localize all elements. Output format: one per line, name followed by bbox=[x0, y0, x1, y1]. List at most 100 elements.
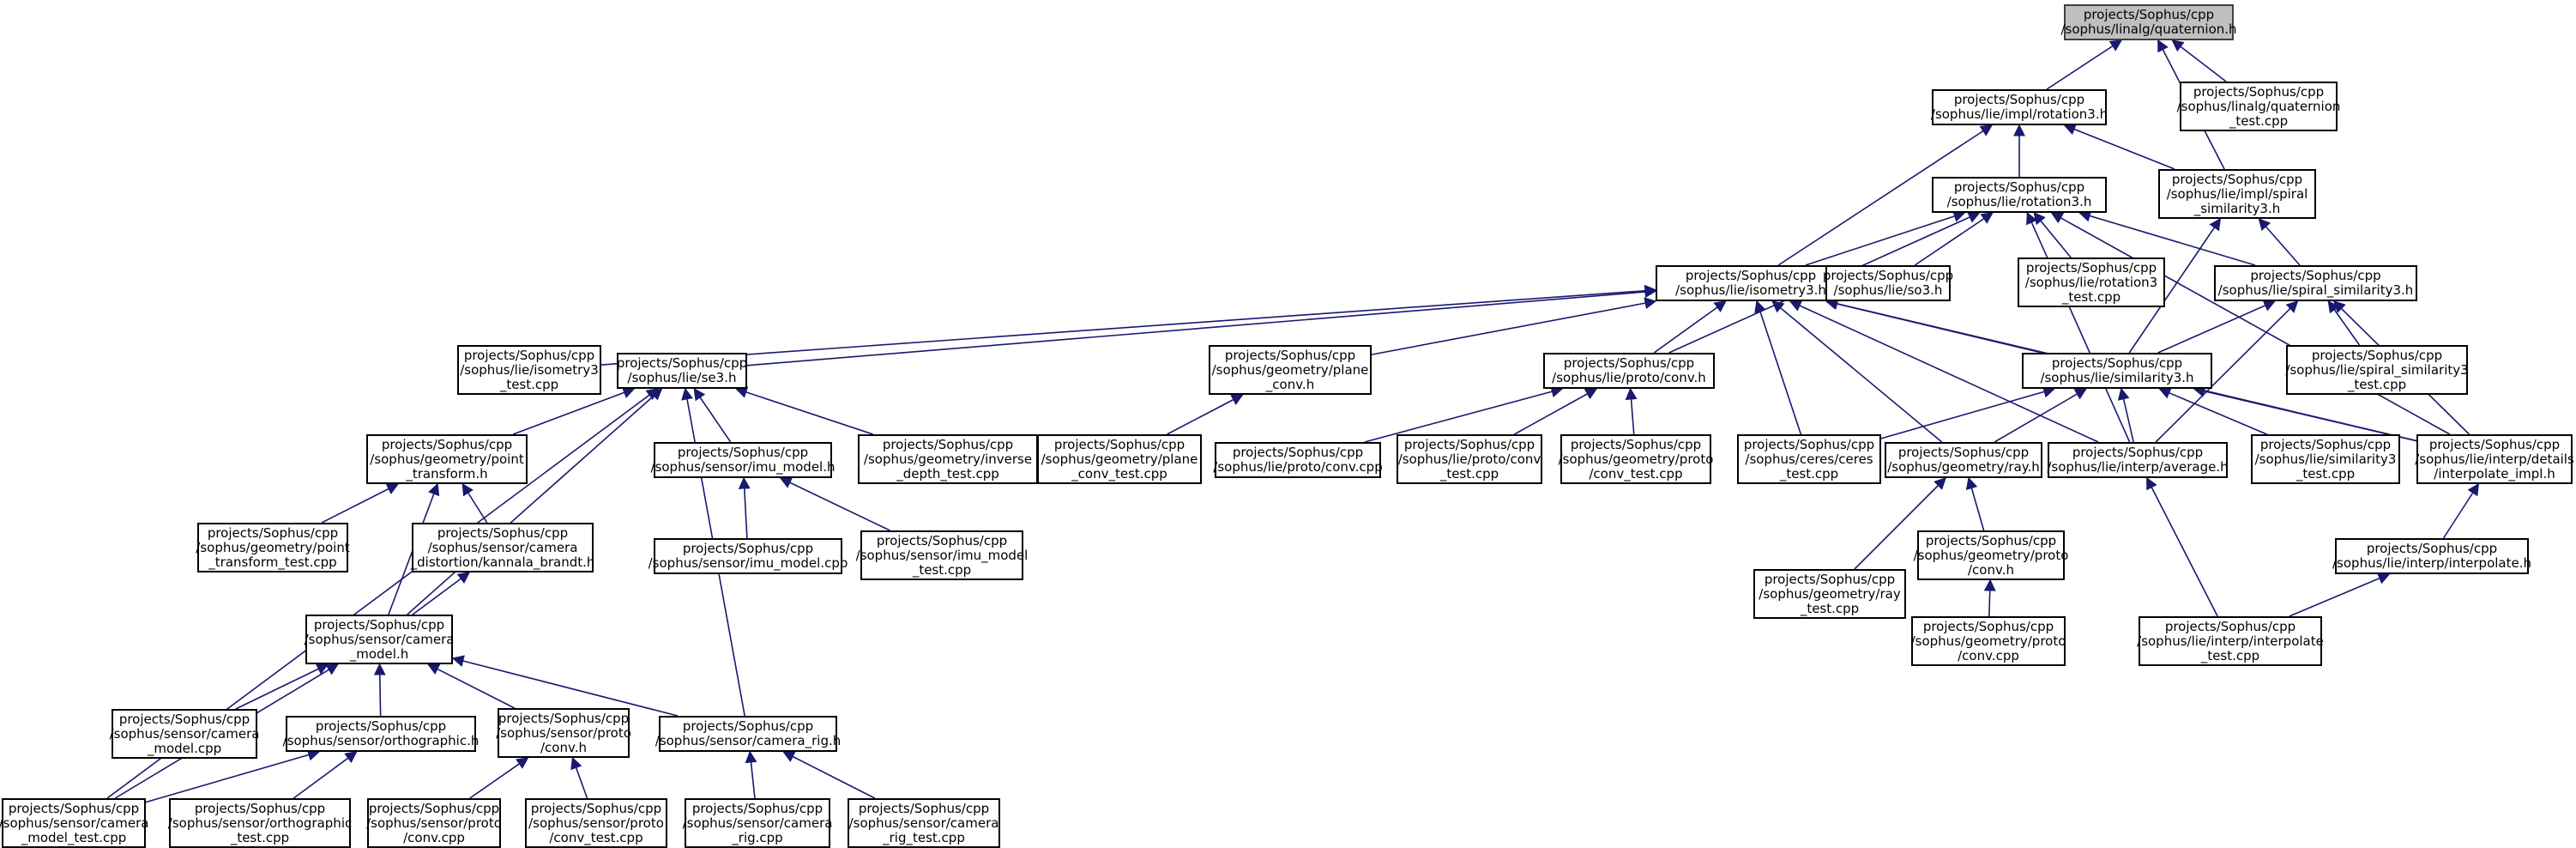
edge-lie-proto-conv-h-to-geometry-proto-conv-test bbox=[1625, 387, 1638, 435]
node-geometry-proto-conv-h[interactable]: projects/Sophus/cpp/sophus/geometry/prot… bbox=[1914, 530, 2068, 580]
edge-lie-proto-conv-h-to-lie-proto-conv-test bbox=[1513, 388, 1598, 435]
node-kannala-brandt-h[interactable]: projects/Sophus/cpp/sophus/sensor/camera… bbox=[411, 523, 594, 572]
node-label-line: _transform_test.cpp bbox=[208, 554, 337, 570]
node-label-line: /sophus/lie/impl/spiral bbox=[2166, 185, 2308, 202]
node-sensor-proto-conv-cpp[interactable]: projects/Sophus/cpp/sophus/sensor/proto/… bbox=[366, 798, 502, 848]
node-isometry3-h[interactable]: projects/Sophus/cpp/sophus/lie/isometry3… bbox=[1656, 265, 1846, 301]
node-ray-test[interactable]: projects/Sophus/cpp/sophus/geometry/ray_… bbox=[1753, 569, 1906, 619]
edge-rotation3-h-to-interp-average-h bbox=[2026, 211, 2131, 443]
node-sensor-proto-conv-test[interactable]: projects/Sophus/cpp/sophus/sensor/proto/… bbox=[525, 798, 667, 848]
node-label-line: /sophus/lie/rotation3.h bbox=[1946, 194, 2092, 209]
node-label-line: /sophus/lie/interp/average.h bbox=[2047, 459, 2229, 475]
edge-interpolate-h-to-interpolate-test bbox=[2289, 572, 2391, 617]
edge-spiral-similarity3-h-to-similarity3-h bbox=[2157, 300, 2277, 354]
node-rotation3-h[interactable]: projects/Sophus/cpp/sophus/lie/rotation3… bbox=[1932, 177, 2107, 213]
node-so3-h[interactable]: projects/Sophus/cpp/sophus/lie/so3.h bbox=[1823, 265, 1953, 301]
edge-se3-h-to-camera-model-h bbox=[407, 388, 663, 615]
edge-spiral-similarity3-h-to-interp-average-h bbox=[2155, 300, 2299, 443]
node-inverse-depth-test[interactable]: projects/Sophus/cpp/sophus/geometry/inve… bbox=[858, 434, 1038, 484]
node-geometry-proto-conv-cpp[interactable]: projects/Sophus/cpp/sophus/geometry/prot… bbox=[1911, 616, 2066, 666]
node-label-line: /sophus/ceres/ceres bbox=[1745, 451, 1873, 467]
node-label-line: projects/Sophus/cpp bbox=[207, 524, 339, 541]
node-camera-model-cpp[interactable]: projects/Sophus/cpp/sophus/sensor/camera… bbox=[109, 709, 260, 759]
node-imu-model-cpp[interactable]: projects/Sophus/cpp/sophus/sensor/imu_mo… bbox=[649, 538, 848, 574]
node-label-line: /sophus/lie/proto/conv bbox=[1397, 451, 1541, 467]
node-spiral-similarity3-h[interactable]: projects/Sophus/cpp/sophus/lie/spiral_si… bbox=[2214, 265, 2417, 301]
node-label-line: projects/Sophus/cpp bbox=[2366, 541, 2498, 556]
node-label-line: _test.cpp bbox=[2229, 112, 2289, 129]
node-camera-rig-cpp[interactable]: projects/Sophus/cpp/sophus/sensor/camera… bbox=[683, 798, 832, 848]
node-similarity3-test[interactable]: projects/Sophus/cpp/sophus/lie/similarit… bbox=[2251, 434, 2400, 484]
node-label-line: /sophus/geometry/ray.h bbox=[1887, 459, 2040, 475]
node-geometry-proto-conv-test[interactable]: projects/Sophus/cpp/sophus/geometry/prot… bbox=[1558, 434, 1714, 484]
node-label-line: _test.cpp bbox=[2061, 288, 2121, 305]
node-impl-rotation3-h[interactable]: projects/Sophus/cpp/sophus/lie/impl/rota… bbox=[1931, 89, 2108, 125]
node-label-line: /sophus/geometry/proto bbox=[1558, 451, 1714, 467]
node-spiral-similarity3-test[interactable]: projects/Sophus/cpp/sophus/lie/spiral_si… bbox=[2285, 345, 2469, 395]
node-rotation3-test[interactable]: projects/Sophus/cpp/sophus/lie/rotation3… bbox=[2018, 257, 2165, 307]
node-label-line: /sophus/sensor/orthographic bbox=[167, 815, 353, 831]
node-label-line: projects/Sophus/cpp bbox=[882, 436, 1014, 452]
node-plane-conv-test[interactable]: projects/Sophus/cpp/sophus/geometry/plan… bbox=[1037, 434, 1202, 484]
edge-rotation3-h-to-isometry3-h bbox=[1805, 210, 1966, 266]
edge-rotation3-h-to-so3-h bbox=[1914, 212, 1994, 266]
edge-impl-rotation3-h-to-isometry3-h bbox=[1777, 124, 1994, 266]
node-label-line: projects/Sophus/cpp bbox=[2311, 347, 2443, 363]
node-similarity3-h[interactable]: projects/Sophus/cpp/sophus/lie/similarit… bbox=[2022, 353, 2212, 389]
node-point-transform-test[interactable]: projects/Sophus/cpp/sophus/geometry/poin… bbox=[196, 523, 350, 572]
node-camera-model-test[interactable]: projects/Sophus/cpp/sophus/sensor/camera… bbox=[0, 798, 148, 848]
node-label-line: /sophus/geometry/plane bbox=[1041, 451, 1198, 467]
edge-quaternion-h-to-impl-rotation3-h bbox=[2046, 39, 2123, 90]
edge-isometry3-h-to-ceres-test bbox=[1754, 300, 1802, 435]
node-point-transform-h[interactable]: projects/Sophus/cpp/sophus/geometry/poin… bbox=[366, 434, 528, 484]
node-label-line: /sophus/lie/so3.h bbox=[1833, 282, 1943, 298]
edge-rotation3-h-to-rotation3-test bbox=[2033, 211, 2072, 258]
node-quaternion-test[interactable]: projects/Sophus/cpp/sophus/linalg/quater… bbox=[2177, 82, 2340, 131]
node-label-line: /sophus/lie/isometry3 bbox=[460, 361, 599, 378]
edge-point-transform-h-to-kannala-brandt-h bbox=[462, 482, 488, 524]
node-label-line: projects/Sophus/cpp bbox=[315, 718, 447, 734]
node-sensor-proto-conv-h[interactable]: projects/Sophus/cpp/sophus/sensor/proto/… bbox=[496, 708, 631, 758]
node-lie-proto-conv-test[interactable]: projects/Sophus/cpp/sophus/lie/proto/con… bbox=[1397, 434, 1542, 484]
node-label-line: projects/Sophus/cpp bbox=[1953, 92, 2085, 107]
node-orthographic-h[interactable]: projects/Sophus/cpp/sophus/sensor/orthog… bbox=[283, 716, 479, 752]
node-label-line: _rig.cpp bbox=[732, 829, 783, 845]
node-interpolate-test[interactable]: projects/Sophus/cpp/sophus/lie/interp/in… bbox=[2137, 616, 2324, 666]
edge-interp-average-h-to-interpolate-test bbox=[2146, 476, 2218, 617]
edge-sensor-proto-conv-h-to-sensor-proto-conv-test bbox=[570, 756, 588, 799]
node-interp-average-h[interactable]: projects/Sophus/cpp/sophus/lie/interp/av… bbox=[2047, 442, 2229, 478]
node-label-line: projects/Sophus/cpp bbox=[2193, 83, 2325, 100]
node-interpolate-impl-h[interactable]: projects/Sophus/cpp/sophus/lie/interp/de… bbox=[2415, 434, 2574, 484]
node-plane-conv-h[interactable]: projects/Sophus/cpp/sophus/geometry/plan… bbox=[1209, 345, 1372, 395]
edge-impl-rotation3-h-to-impl-spiral-similarity3-h bbox=[2063, 124, 2175, 170]
node-label-line: /sophus/lie/se3.h bbox=[627, 370, 737, 385]
node-isometry3-test[interactable]: projects/Sophus/cpp/sophus/lie/isometry3… bbox=[457, 345, 601, 395]
node-ceres-test[interactable]: projects/Sophus/cpp/sophus/ceres/ceres_t… bbox=[1737, 434, 1881, 484]
node-ray-h[interactable]: projects/Sophus/cpp/sophus/geometry/ray.… bbox=[1885, 442, 2042, 478]
edge-imu-model-h-to-imu-model-cpp bbox=[738, 476, 751, 539]
node-label-line: /sophus/lie/spiral_similarity3 bbox=[2285, 361, 2469, 378]
edge-camera-rig-h-to-camera-rig-cpp bbox=[745, 750, 757, 799]
node-lie-proto-conv-cpp[interactable]: projects/Sophus/cpp/sophus/lie/proto/con… bbox=[1213, 442, 1383, 478]
node-camera-rig-h[interactable]: projects/Sophus/cpp/sophus/sensor/camera… bbox=[655, 716, 841, 752]
node-label-line: projects/Sophus/cpp bbox=[313, 616, 445, 633]
node-orthographic-test[interactable]: projects/Sophus/cpp/sophus/sensor/orthog… bbox=[167, 798, 353, 848]
edge-kannala-brandt-h-to-camera-model-h bbox=[412, 572, 471, 615]
edge-ray-h-to-ray-test bbox=[1854, 477, 1946, 570]
edge-orthographic-h-to-camera-model-test bbox=[145, 748, 321, 803]
node-label-line: /sophus/sensor/camera bbox=[109, 725, 260, 742]
node-imu-model-h[interactable]: projects/Sophus/cpp/sophus/sensor/imu_mo… bbox=[651, 442, 836, 478]
node-camera-rig-test[interactable]: projects/Sophus/cpp/sophus/sensor/camera… bbox=[848, 798, 1000, 848]
node-impl-spiral-similarity3-h[interactable]: projects/Sophus/cpp/sophus/lie/impl/spir… bbox=[2158, 169, 2316, 219]
edge-rotation3-h-to-spiral-similarity3-h bbox=[2078, 209, 2256, 266]
node-lie-proto-conv-h[interactable]: projects/Sophus/cpp/sophus/lie/proto/con… bbox=[1543, 353, 1715, 389]
node-label-line: projects/Sophus/cpp bbox=[118, 711, 250, 727]
edge-isometry3-h-to-lie-proto-conv-h bbox=[1653, 300, 1727, 354]
node-label-line: _model_test.cpp bbox=[21, 829, 127, 845]
node-interpolate-h[interactable]: projects/Sophus/cpp/sophus/lie/interp/in… bbox=[2332, 538, 2531, 574]
node-imu-model-test[interactable]: projects/Sophus/cpp/sophus/sensor/imu_mo… bbox=[856, 530, 1028, 580]
node-camera-model-h[interactable]: projects/Sophus/cpp/sophus/sensor/camera… bbox=[305, 615, 454, 664]
node-se3-h[interactable]: projects/Sophus/cpp/sophus/lie/se3.h bbox=[617, 353, 747, 389]
node-label-line: projects/Sophus/cpp bbox=[437, 524, 569, 541]
node-label-line: projects/Sophus/cpp bbox=[876, 532, 1008, 548]
